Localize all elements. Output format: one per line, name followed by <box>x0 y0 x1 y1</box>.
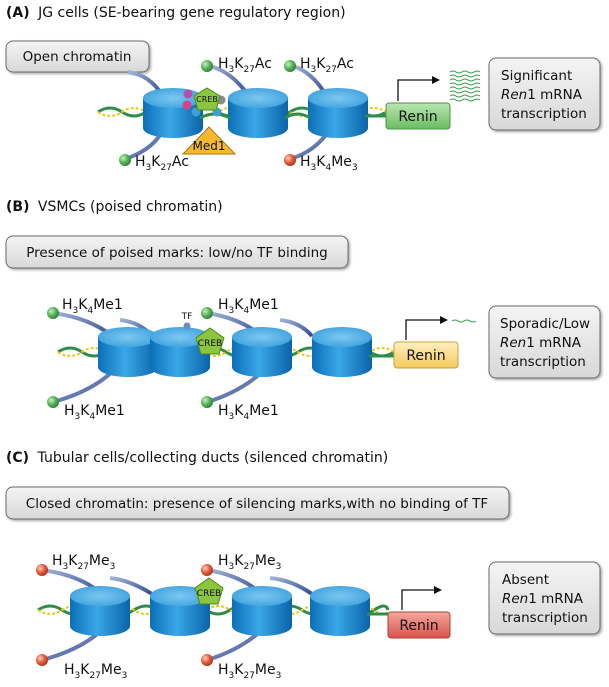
mrna-waves <box>449 70 481 102</box>
h3k27me3-label: H3K27Me3 <box>218 662 281 681</box>
h3k27me3-mark <box>36 654 48 666</box>
panel-a-title: JG cells (SE-bearing gene regulatory reg… <box>37 5 345 21</box>
h3k27me3-label: H3K27Me3 <box>218 553 281 572</box>
panel-a-letter: (A) <box>6 5 30 21</box>
panel-a-outcome-line3: transcription <box>501 106 587 122</box>
h3k4me1-label: H3K4Me1 <box>218 403 279 422</box>
nucleosome <box>98 327 158 377</box>
panel-b-title: VSMCs (poised chromatin) <box>38 199 223 215</box>
panel-c-letter: (C) <box>6 450 29 466</box>
panel-a-outcome-box <box>488 57 601 131</box>
h3k27ac-mark <box>201 60 213 72</box>
panel-a: (A) JG cells (SE-bearing gene regulatory… <box>5 5 601 173</box>
panel-c-outcome-line1: Absent <box>502 572 549 588</box>
transcription-arrow <box>401 589 434 610</box>
panel-c-title: Tubular cells/collecting ducts (silenced… <box>37 450 389 466</box>
tf-dot <box>183 322 191 330</box>
histone-tail <box>292 133 328 160</box>
panel-c-state-label: Closed chromatin: presence of silencing … <box>26 496 488 512</box>
transcription-arrow <box>397 79 432 101</box>
panel-c-outcome-box <box>488 561 601 635</box>
h3k27me3-label: H3K27Me3 <box>64 662 127 681</box>
h3k4me3-label: H3K4Me3 <box>300 154 358 173</box>
tf-small-label: TF <box>181 312 193 322</box>
nucleosome <box>150 327 210 377</box>
renin-gene-box <box>385 102 451 130</box>
panel-b-outcome-line3: transcription <box>500 354 586 370</box>
nucleosome <box>232 327 292 377</box>
h3k27me3-mark <box>201 654 213 666</box>
panel-c-outcome-line3: transcription <box>502 610 588 626</box>
svg-text:(B) VSMCs (poised chroma: (B) VSMCs (poised chromatin) <box>6 199 223 215</box>
nucleosome <box>228 88 288 138</box>
nucleosome <box>232 586 292 636</box>
h3k27me3-mark <box>36 564 48 576</box>
nucleosome <box>310 586 370 636</box>
creb-label: CREB <box>196 95 218 104</box>
panel-b-state-label: Presence of poised marks: low/no TF bind… <box>26 245 327 261</box>
panel-c-outcome-line2: Ren1 mRNA <box>502 591 584 607</box>
nucleosome <box>70 586 130 636</box>
panel-a-outcome-line1: Significant <box>501 68 572 84</box>
h3k4me1-label: H3K4Me1 <box>218 297 279 316</box>
panel-a-state-box <box>5 40 150 73</box>
renin-gene-box <box>387 611 451 639</box>
h3k4me1-label: H3K4Me1 <box>62 297 123 316</box>
creb-label: CREB <box>198 339 222 349</box>
creb-label: CREB <box>197 589 221 599</box>
h3k4me1-mark <box>201 396 213 408</box>
med1-label: Med1 <box>193 139 226 153</box>
h3k27ac-label: H3K27Ac <box>218 56 272 75</box>
panel-a-outcome-line2: Ren1 mRNA <box>501 87 583 103</box>
panel-b-outcome-line1: Sporadic/Low <box>500 316 590 332</box>
h3k4me1-label: H3K4Me1 <box>64 403 125 422</box>
panel-c-state-box <box>5 486 510 520</box>
nucleosome <box>150 586 210 636</box>
h3k4me1-mark <box>47 307 59 319</box>
renin-gene-label: Renin <box>406 348 445 364</box>
h3k27me3-mark <box>201 564 213 576</box>
creb-complex <box>182 87 226 117</box>
histone-tail <box>127 133 162 160</box>
h3k27ac-mark <box>284 60 296 72</box>
nucleosome <box>308 88 368 138</box>
h3k4me1-mark <box>47 396 59 408</box>
svg-text:(C) Tubular cells/collec: (C) Tubular cells/collecting ducts (sile… <box>6 450 388 466</box>
h3k4me1-mark <box>201 307 213 319</box>
creb-pentagon <box>195 327 225 355</box>
panel-c: (C) Tubular cells/collecting ducts (sile… <box>5 450 601 681</box>
svg-text:(A) JG cells (SE-bearing: (A) JG cells (SE-bearing gene regulatory… <box>6 5 346 21</box>
renin-gene-label: Renin <box>398 109 437 125</box>
h3k4me3-mark <box>284 154 296 166</box>
h3k27me3-label: H3K27Me3 <box>52 553 115 572</box>
h3k27ac-label: H3K27Ac <box>135 154 189 173</box>
renin-gene-box <box>393 341 459 369</box>
h3k27ac-label: H3K27Ac <box>300 56 354 75</box>
h3k27ac-mark <box>119 154 131 166</box>
panel-b: (B) VSMCs (poised chromatin) Presence of… <box>5 199 601 422</box>
panel-b-outcome-line2: Ren1 mRNA <box>500 335 582 351</box>
transcription-arrow <box>405 319 440 340</box>
nucleosome <box>312 327 372 377</box>
mrna-wave <box>451 319 477 323</box>
creb-pentagon <box>194 577 224 605</box>
panel-b-outcome-box <box>488 305 601 379</box>
panel-b-state-box <box>5 235 349 269</box>
panel-b-letter: (B) <box>6 199 29 215</box>
renin-gene-label: Renin <box>399 618 438 634</box>
panel-a-state-label: Open chromatin <box>23 49 132 65</box>
med1-triangle <box>181 126 237 155</box>
